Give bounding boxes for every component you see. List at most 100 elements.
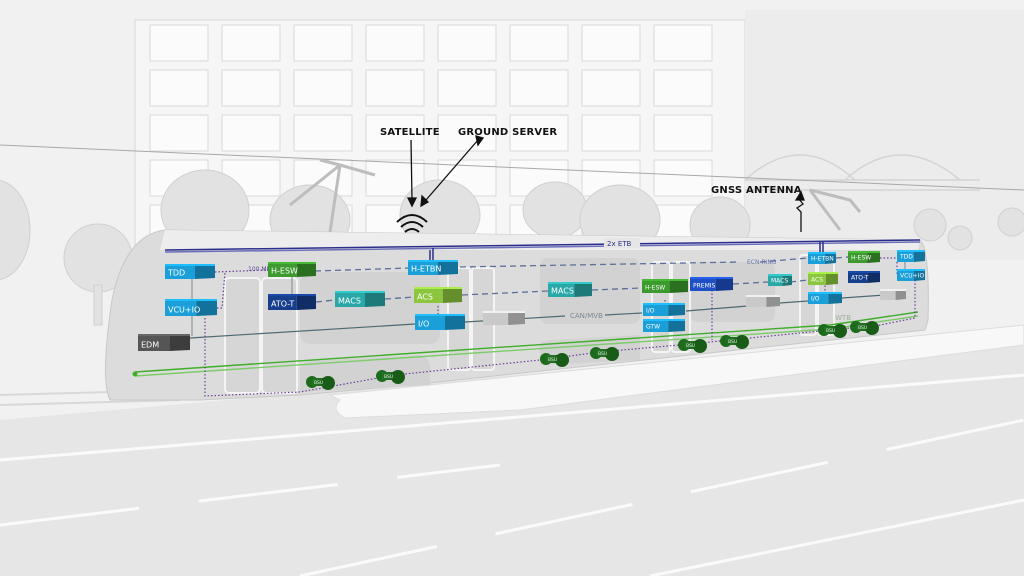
ground-server-arrow-head-up — [475, 135, 485, 147]
building-window — [509, 114, 569, 152]
macs-line — [315, 279, 809, 303]
module-tdd-rear: TDD — [897, 250, 925, 262]
module-gtw: GTW — [643, 319, 685, 332]
module-grey-1 — [483, 311, 525, 325]
module-ato-t-rear: ATO-T — [848, 271, 880, 283]
ground-server-arrow-head-down — [420, 194, 430, 208]
building-window — [293, 114, 353, 152]
module-io-2: I/O — [643, 303, 685, 316]
platform — [328, 324, 1024, 419]
building-window — [365, 24, 425, 62]
module-label: H-ESW — [271, 267, 298, 276]
bsu-label: BSU — [598, 351, 607, 357]
bsu-unit: BSU — [720, 335, 749, 349]
building-window — [653, 24, 713, 62]
module-vcu-io-rear: VCU+IO — [897, 269, 925, 281]
module-h-esw-front: H-ESW — [268, 262, 316, 277]
module-grey-3 — [880, 289, 906, 300]
bsu-label: BSU — [314, 380, 323, 386]
module-label: H-ETBN — [811, 256, 834, 263]
road — [0, 330, 1024, 576]
modules: TDD VCU+IO EDM H-ESW ATO-T MACS H-ETBN ACS I/O MA… — [138, 250, 925, 351]
satellite-arrow-head — [406, 197, 418, 208]
pantograph-front — [289, 158, 376, 233]
bsu-label: BSU — [826, 328, 835, 334]
building-window — [653, 114, 713, 152]
module-label: I/O — [418, 320, 429, 329]
module-grey-2 — [746, 295, 780, 307]
building-window — [293, 24, 353, 62]
etb-label: 2x ETB — [607, 240, 632, 248]
bsu-label: BSU — [686, 343, 695, 349]
building-window — [221, 24, 281, 62]
module-label: H-ESW — [851, 255, 871, 262]
module-io-1: I/O — [415, 314, 465, 330]
module-acs-2: ACS — [808, 272, 838, 285]
building-window — [437, 69, 497, 107]
bsu-unit: BSU — [850, 321, 879, 335]
building-window — [437, 114, 497, 152]
bsu-unit: BSU — [540, 353, 569, 367]
bsu-units: BSU BSU BSU BSU BSU BSU BSU BSU — [306, 321, 879, 390]
bsu-label: BSU — [728, 339, 737, 345]
pantograph-rear — [808, 188, 862, 231]
ground-server-label: GROUND SERVER — [458, 127, 557, 138]
building-window — [509, 24, 569, 62]
module-label: ACS — [811, 277, 823, 284]
module-ato-t-front: ATO-T — [268, 294, 316, 310]
module-edm: EDM — [138, 334, 190, 351]
module-label: EDM — [141, 341, 159, 350]
ecn-ring-label: ECN RING — [747, 259, 777, 266]
building-window — [653, 159, 713, 197]
building-window — [581, 24, 641, 62]
overhead-wire — [0, 144, 1024, 191]
wtb-endpoint — [132, 371, 138, 377]
module-h-esw-rear: H-ESW — [848, 251, 880, 263]
module-label: MACS — [551, 287, 574, 296]
module-label: I/O — [811, 296, 820, 303]
module-label: GTW — [646, 324, 660, 331]
building-window — [149, 114, 209, 152]
building-right — [745, 10, 1024, 260]
module-tdd-front: TDD — [165, 264, 215, 279]
module-label: VCU+IO — [168, 306, 200, 315]
callout-arrows — [406, 135, 805, 232]
etb-label-bg — [604, 238, 640, 248]
bsu-label: BSU — [548, 357, 557, 363]
module-label: MACS — [771, 278, 788, 285]
module-label: H-ESW — [645, 285, 665, 292]
bsu-unit: BSU — [678, 339, 707, 353]
building-window — [149, 69, 209, 107]
building-window — [509, 69, 569, 107]
module-h-etbn-1: H-ETBN — [408, 260, 458, 275]
module-label: TDD — [167, 269, 185, 278]
building-window — [437, 24, 497, 62]
wtb-label: WTB — [835, 314, 851, 322]
bsu-unit: BSU — [376, 370, 405, 384]
building-window — [221, 69, 281, 107]
module-label: ACS — [417, 293, 433, 302]
bsu-unit: BSU — [590, 347, 619, 361]
satellite-label: SATELLITE — [380, 127, 440, 138]
module-vcu-io-front: VCU+IO — [165, 299, 217, 316]
module-macs-1: MACS — [335, 291, 385, 307]
building-window — [293, 69, 353, 107]
module-label: MACS — [338, 297, 361, 306]
module-acs-1: ACS — [414, 287, 462, 303]
gnss-antenna-label: GNSS ANTENNA — [711, 185, 802, 196]
building-window — [365, 114, 425, 152]
module-label: H-ETBN — [411, 265, 441, 274]
bsu-unit: BSU — [306, 376, 335, 390]
module-h-esw-mid: H-ESW — [642, 279, 688, 293]
building-window — [221, 114, 281, 152]
bsu-label: BSU — [858, 325, 867, 331]
bsu-label: BSU — [384, 374, 393, 380]
module-label: ATO-T — [851, 275, 869, 282]
ecn-ring — [314, 256, 849, 272]
wireless-icon — [396, 214, 428, 233]
module-label: TDD — [899, 254, 913, 261]
bridge — [744, 154, 980, 191]
building-window — [149, 24, 209, 62]
